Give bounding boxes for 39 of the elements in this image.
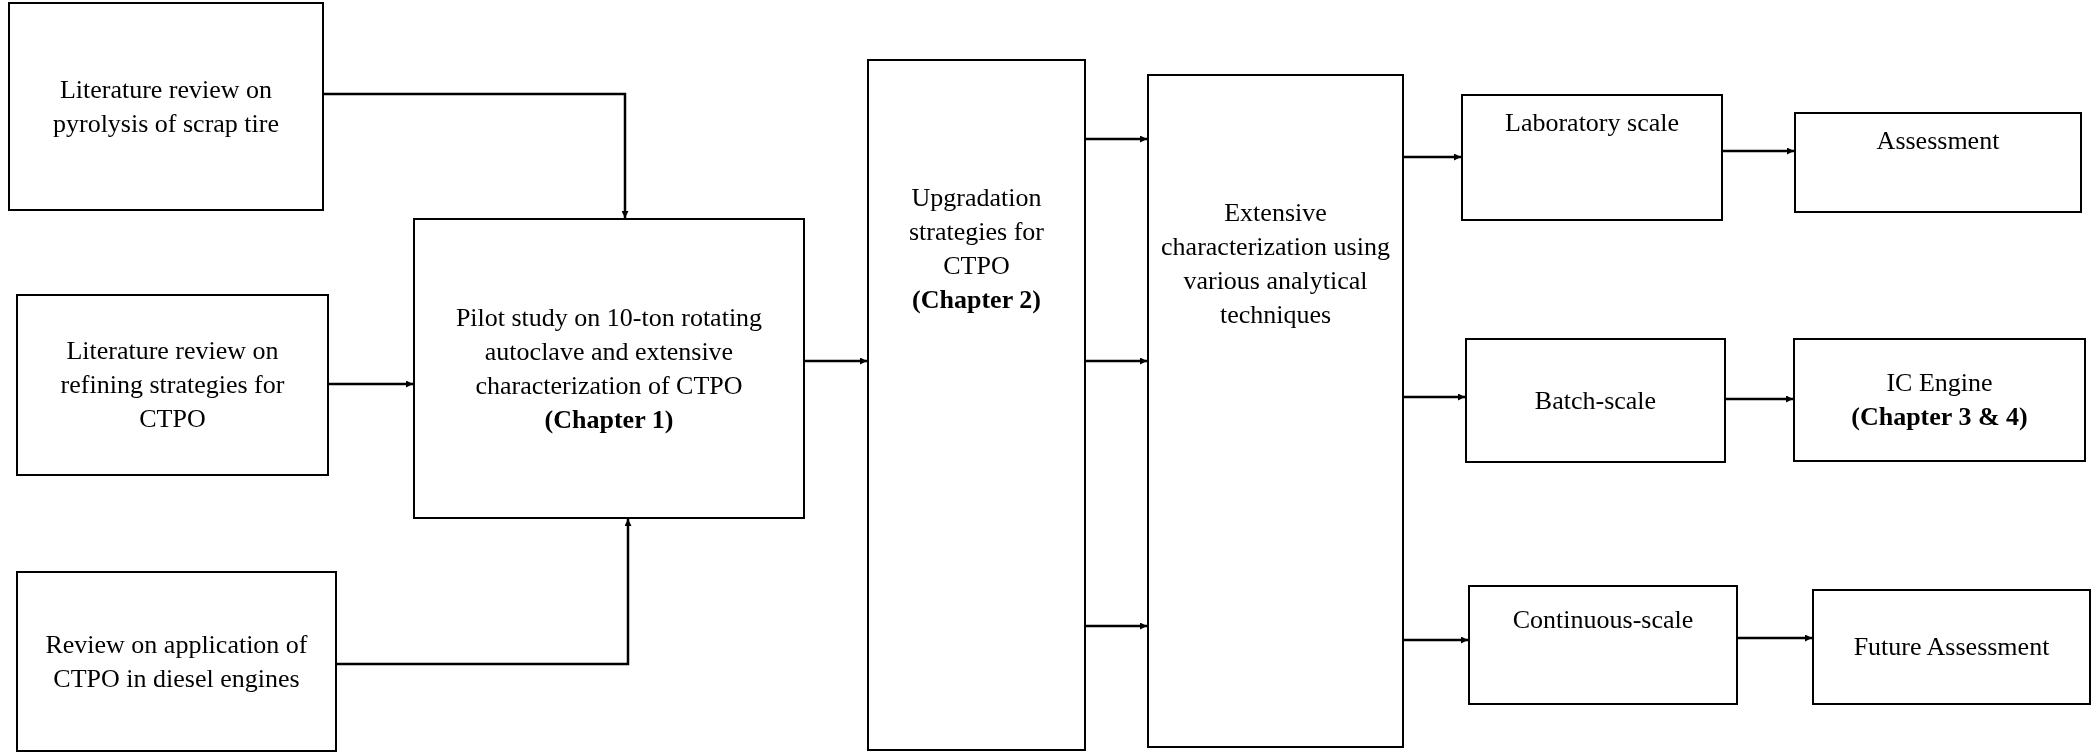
box-text: (Chapter 2) (912, 284, 1041, 316)
box-text: Extensive characterization using various analytical techniques (1161, 197, 1390, 331)
box-text: Pilot study on 10-ton rotating autoclave and extensive characterization of CTPO (Chapter 1) (454, 301, 764, 436)
arrow (1404, 393, 1465, 401)
process-box (1793, 338, 2086, 462)
arrow (805, 357, 867, 365)
arrow (1404, 153, 1461, 161)
arrow (1086, 135, 1147, 143)
process-box (16, 294, 329, 476)
arrow (324, 92, 629, 218)
process-box (1812, 589, 2091, 705)
box-text: Assessment (1876, 125, 2000, 157)
process-box (1461, 94, 1723, 221)
arrow (337, 519, 632, 666)
arrow (1738, 634, 1812, 642)
process-box (1794, 112, 2082, 213)
arrow (1086, 622, 1147, 630)
process-box (1468, 585, 1738, 705)
box-text: Batch-scale (1534, 384, 1657, 417)
arrow (1726, 395, 1793, 403)
box-text: Future Assessment (1853, 631, 2050, 663)
box-text: Upgradation strategies for CTPO (908, 182, 1045, 282)
process-box (16, 571, 337, 752)
process-box (8, 2, 324, 211)
process-box (867, 59, 1086, 751)
arrow (1086, 357, 1147, 365)
box-text: Laboratory scale (1505, 107, 1679, 139)
arrow (1404, 636, 1468, 644)
box-text: Literature review on refining strategies for CTPO (59, 335, 286, 435)
box-text: Literature review on pyrolysis of scrap tire (52, 73, 280, 140)
arrow (1723, 147, 1794, 155)
process-box (413, 218, 805, 519)
box-text: IC Engine (1886, 367, 1993, 399)
box-text: Review on application of CTPO in diesel engines (44, 628, 309, 695)
box-text: Continuous-scale (1512, 604, 1694, 636)
box-text: (Chapter 3 & 4) (1851, 401, 2028, 433)
process-box (1465, 338, 1726, 463)
process-box (1147, 74, 1404, 748)
arrow (329, 380, 413, 388)
